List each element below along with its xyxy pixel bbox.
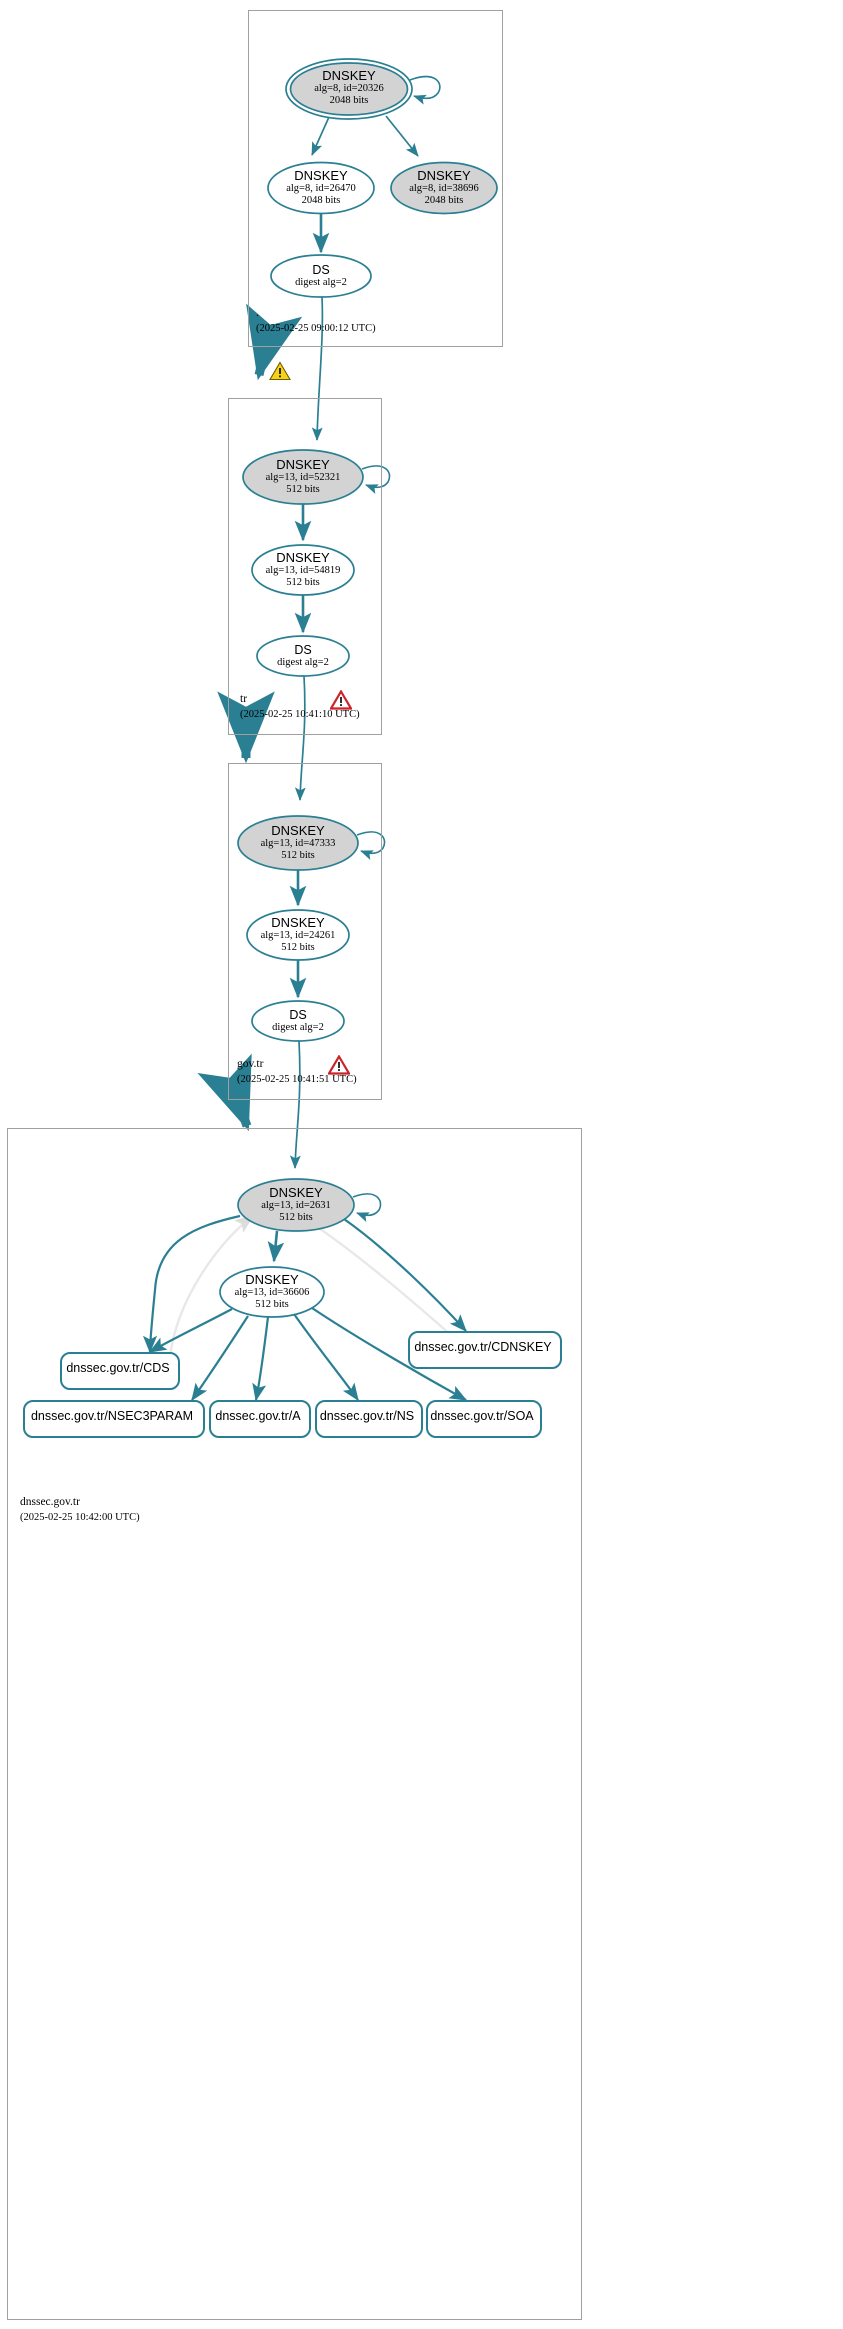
zone-name-dnssecgovtr: dnssec.gov.tr (20, 1496, 80, 1508)
zone-name-tr: tr (240, 693, 248, 705)
edge-cds-to-d-ksk-bogus (168, 1215, 255, 1359)
zone-cluster-dnssecgovtr (7, 1128, 582, 2320)
edge-root-ksk-self (409, 75, 441, 105)
edge-root-ksk-to-zsk (311, 116, 330, 156)
edge-root-ds-to-tr-ksk (311, 296, 324, 442)
edge-govtr-ds-to-d-ksk (289, 1040, 301, 1170)
zone-timestamp-dnssecgovtr: (2025-02-25 10:42:00 UTC) (20, 1511, 140, 1523)
rrset-cds[interactable] (60, 1352, 180, 1390)
zone-name-govtr: gov.tr (237, 1058, 264, 1070)
edge-tr-ksk-self (361, 465, 391, 494)
node-govtr-ds[interactable] (251, 1000, 345, 1042)
node-d-ksk[interactable] (237, 1178, 355, 1232)
edge-d-ksk-to-cdnskey (343, 1218, 467, 1332)
zone-name-root: . (256, 307, 259, 319)
zone-label-govtr: gov.tr (2025-02-25 10:41:51 UTC) (237, 1057, 357, 1087)
edge-delegation-root-to-tr (246, 303, 303, 381)
node-root-ds[interactable] (270, 254, 372, 298)
node-root-38696[interactable] (390, 161, 498, 215)
edge-d-ksk-to-cds (142, 1214, 241, 1354)
warning-red-triangle-icon-govtr (328, 1055, 350, 1075)
edge-d-zsk-to-a (252, 1316, 270, 1402)
edge-d-zsk-to-cds (148, 1308, 233, 1353)
node-root-zsk[interactable] (267, 161, 375, 215)
zone-label-root: . (2025-02-25 09:00:12 UTC) (256, 306, 376, 336)
warning-yellow-triangle-icon (269, 361, 291, 381)
zone-cluster-govtr (228, 763, 382, 1100)
edge-d-zsk-to-soa (311, 1307, 468, 1401)
edge-d-ksk-to-zsk (267, 1230, 285, 1263)
node-root-ksk-outer (285, 58, 413, 120)
edge-root-ksk-to-38696 (385, 115, 419, 157)
edge-tr-ds-to-govtr-ksk (294, 675, 306, 802)
edge-govtr-ksk-self (356, 831, 386, 860)
zone-cluster-tr (228, 398, 382, 735)
zone-timestamp-tr: (2025-02-25 10:41:10 UTC) (240, 708, 360, 720)
warning-red-triangle-icon-tr (330, 690, 352, 710)
rrset-nsec3param[interactable] (23, 1400, 205, 1438)
rrset-ns[interactable] (315, 1400, 423, 1438)
zone-cluster-root (248, 10, 503, 347)
zone-label-dnssecgovtr: dnssec.gov.tr (2025-02-25 10:42:00 UTC) (20, 1495, 140, 1525)
rrset-a[interactable] (209, 1400, 311, 1438)
edge-d-ksk-self (352, 1193, 382, 1222)
zone-timestamp-root: (2025-02-25 09:00:12 UTC) (256, 322, 376, 334)
zone-label-tr: tr (2025-02-25 10:41:10 UTC) (240, 692, 360, 722)
node-root-ksk[interactable] (289, 62, 409, 116)
edge-d-zsk-to-nsec3param (191, 1315, 249, 1402)
rrset-soa[interactable] (426, 1400, 542, 1438)
rrset-cdnskey[interactable] (408, 1331, 562, 1369)
edge-delegation-govtr-to-dnssecgovtr (197, 1053, 252, 1132)
zone-timestamp-govtr: (2025-02-25 10:41:51 UTC) (237, 1073, 357, 1085)
edge-d-zsk-to-ns (293, 1313, 359, 1402)
node-d-zsk[interactable] (219, 1266, 325, 1318)
node-tr-ds[interactable] (256, 635, 350, 677)
